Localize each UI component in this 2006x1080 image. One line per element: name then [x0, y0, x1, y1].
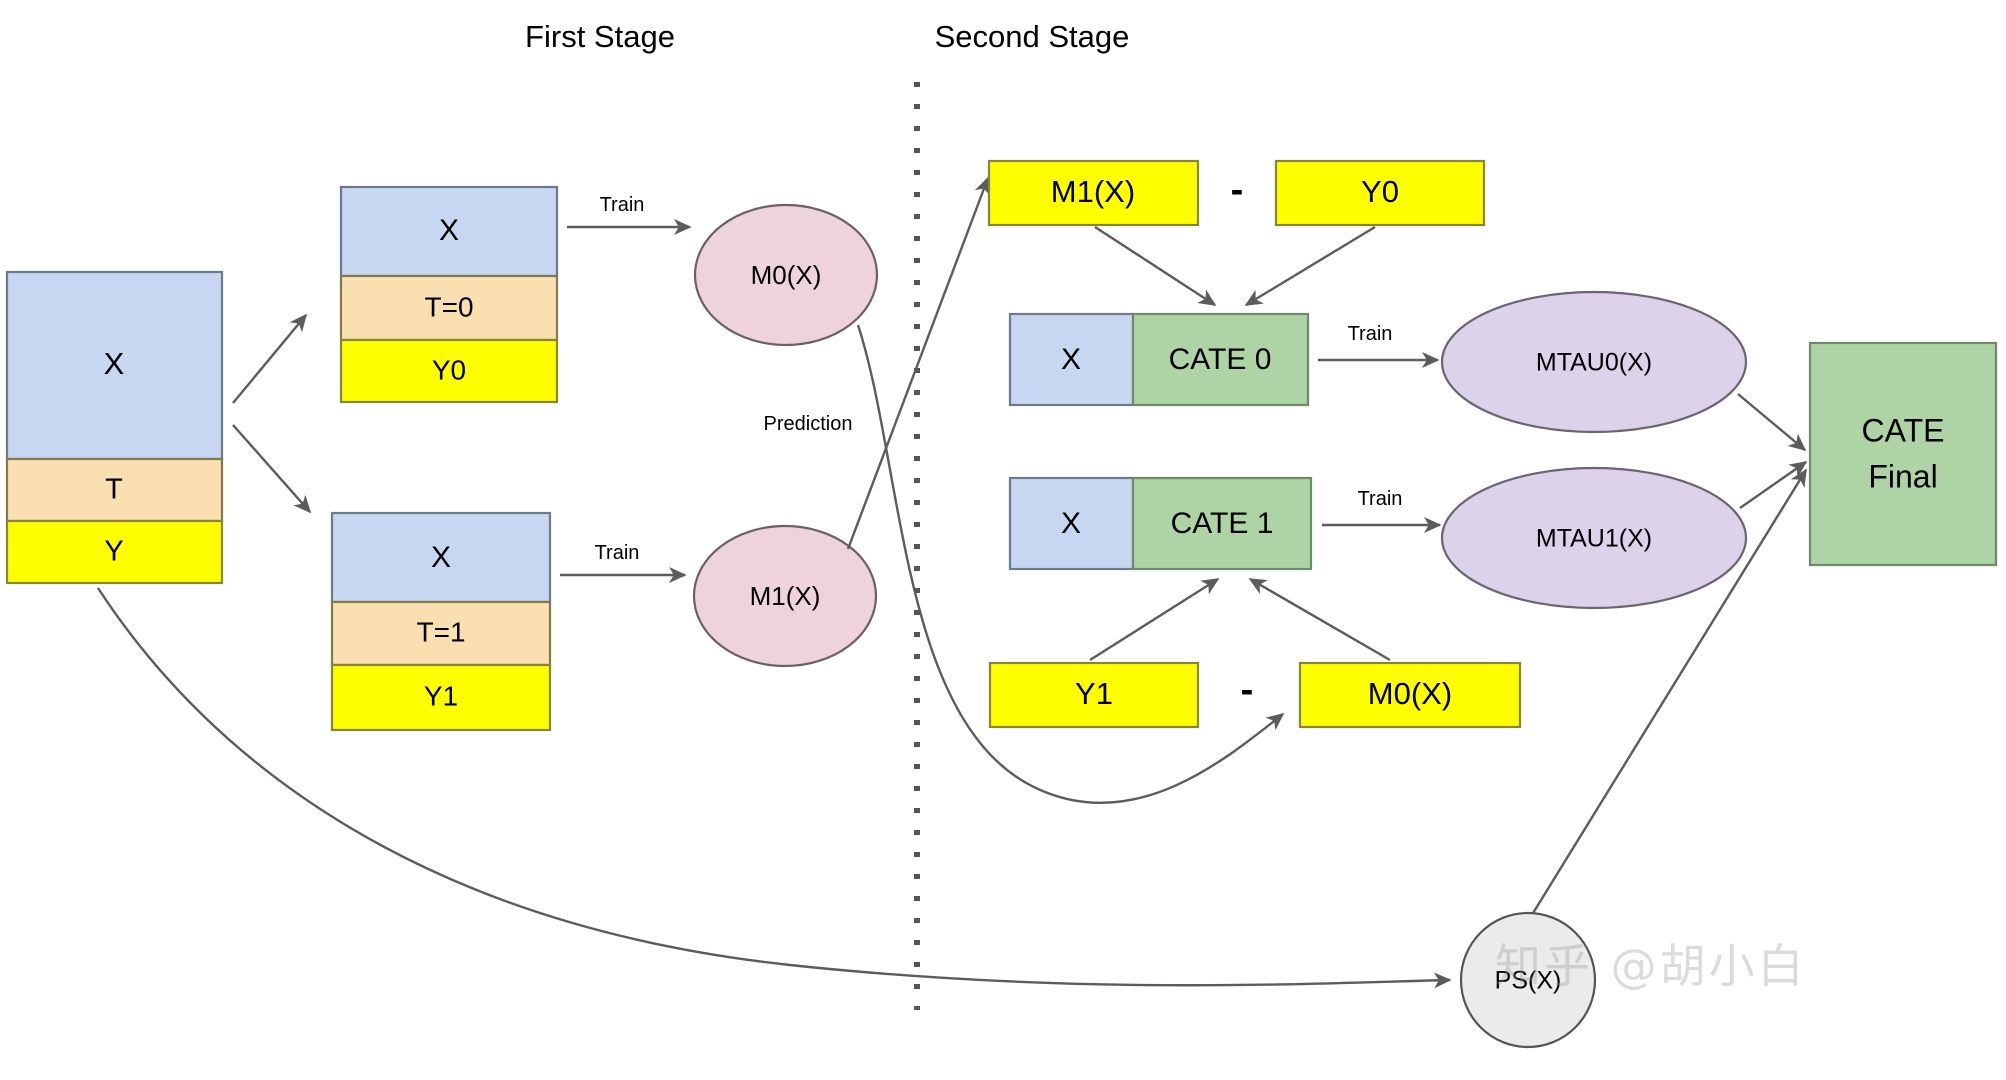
- cate-final-node: CATE Final: [1808, 341, 1998, 567]
- treated-row-y-cell: [330, 663, 552, 732]
- second-stage-m1-box: [987, 159, 1200, 227]
- edge-label-train-mtau1: Train: [1358, 488, 1403, 510]
- source-data-table: X T Y: [5, 270, 224, 585]
- edge-y0-to-cate0: [1244, 225, 1376, 307]
- source-row-y-label: Y: [104, 536, 123, 568]
- model-mtau0-label: MTAU0(X): [1536, 349, 1652, 377]
- edge-label-train-m0: Train: [600, 194, 645, 216]
- cate1-table: X CATE 1: [1008, 476, 1313, 571]
- cate1-x-label: X: [1061, 507, 1081, 540]
- model-mtau1-label: MTAU1(X): [1536, 525, 1652, 553]
- cate-final-box: [1808, 341, 1998, 567]
- edge-source-to-control: [232, 313, 308, 404]
- cate-final-line1: CATE: [1862, 412, 1945, 448]
- model-m0-shape: [693, 203, 879, 347]
- second-stage-m1-label: M1(X): [1051, 174, 1135, 209]
- treated-row-t-label: T=1: [416, 616, 465, 647]
- model-mtau0-node: MTAU0(X): [1440, 290, 1748, 434]
- source-row-y-cell: [5, 519, 224, 585]
- edge-label-prediction: Prediction: [764, 413, 853, 435]
- edge-source-to-ps: [96, 587, 1452, 989]
- second-stage-y0-label: Y0: [1361, 174, 1399, 209]
- model-m0-node: M0(X): [693, 203, 879, 347]
- second-stage-y0-box: [1274, 159, 1486, 227]
- cate0-value-label: CATE 0: [1169, 343, 1272, 376]
- cate0-x-cell: [1008, 312, 1135, 407]
- cate0-x-label: X: [1061, 343, 1081, 376]
- second-stage-m0-box: [1298, 661, 1522, 729]
- source-row-x-label: X: [104, 346, 125, 381]
- model-m1-label: M1(X): [750, 581, 821, 611]
- treated-row-y-label: Y1: [424, 680, 458, 711]
- edge-source-to-treated: [232, 424, 312, 514]
- edge-m0-to-cate1: [1248, 577, 1391, 662]
- model-ps-node: PS(X): [1459, 911, 1597, 1049]
- second-stage-y1-label: Y1: [1075, 676, 1113, 711]
- edge-y1-to-cate1: [1089, 577, 1220, 662]
- watermark: 知乎 @胡小白: [1495, 939, 1807, 993]
- treated-row-t-cell: [330, 600, 552, 667]
- second-stage-y1-box: [988, 661, 1200, 729]
- treated-data-table: X T=1 Y1: [330, 511, 552, 732]
- edge-label-train-m1: Train: [595, 542, 640, 564]
- control-row-x-label: X: [439, 214, 459, 247]
- edge-m1-prediction-to-box: [846, 176, 990, 550]
- control-row-t-cell: [339, 274, 559, 342]
- model-mtau1-shape: [1440, 466, 1748, 610]
- control-data-table: X T=0 Y0: [339, 185, 559, 404]
- second-stage-bottom-row: Y1 - M0(X): [988, 661, 1522, 729]
- model-m0-label: M0(X): [751, 260, 822, 290]
- control-row-t-label: T=0: [424, 291, 473, 322]
- cate1-value-cell: [1131, 476, 1313, 571]
- minus-sign-top: -: [1231, 169, 1244, 211]
- source-row-t-label: T: [105, 474, 123, 506]
- cate1-value-label: CATE 1: [1171, 507, 1274, 540]
- control-row-y-label: Y0: [432, 354, 466, 385]
- second-stage-title: Second Stage: [935, 19, 1130, 54]
- edge-m0-prediction-to-box: [856, 324, 1285, 804]
- model-ps-label: PS(X): [1495, 967, 1562, 995]
- edge-label-train-mtau0: Train: [1348, 323, 1393, 345]
- model-m1-shape: [692, 524, 878, 668]
- second-stage-m0-label: M0(X): [1368, 676, 1452, 711]
- model-m1-node: M1(X): [692, 524, 878, 668]
- cate0-value-cell: [1131, 312, 1310, 407]
- edge-m1-to-cate0: [1094, 225, 1217, 307]
- cate1-x-cell: [1008, 476, 1135, 571]
- edge-mtau0-to-final: [1737, 393, 1807, 452]
- control-row-y-cell: [339, 338, 559, 404]
- second-stage-top-row: M1(X) - Y0: [987, 159, 1486, 227]
- cate-final-line2: Final: [1868, 458, 1937, 494]
- model-mtau0-shape: [1440, 290, 1748, 434]
- treated-row-x-cell: [330, 511, 552, 604]
- first-stage-title: First Stage: [525, 19, 675, 54]
- edge-ps-to-final: [1528, 468, 1808, 919]
- minus-sign-bottom: -: [1241, 669, 1254, 711]
- treated-row-x-label: X: [431, 541, 451, 574]
- control-row-x-cell: [339, 185, 559, 278]
- model-ps-shape: [1459, 911, 1597, 1049]
- source-row-t-cell: [5, 457, 224, 523]
- cate0-table: X CATE 0: [1008, 312, 1310, 407]
- model-mtau1-node: MTAU1(X): [1440, 466, 1748, 610]
